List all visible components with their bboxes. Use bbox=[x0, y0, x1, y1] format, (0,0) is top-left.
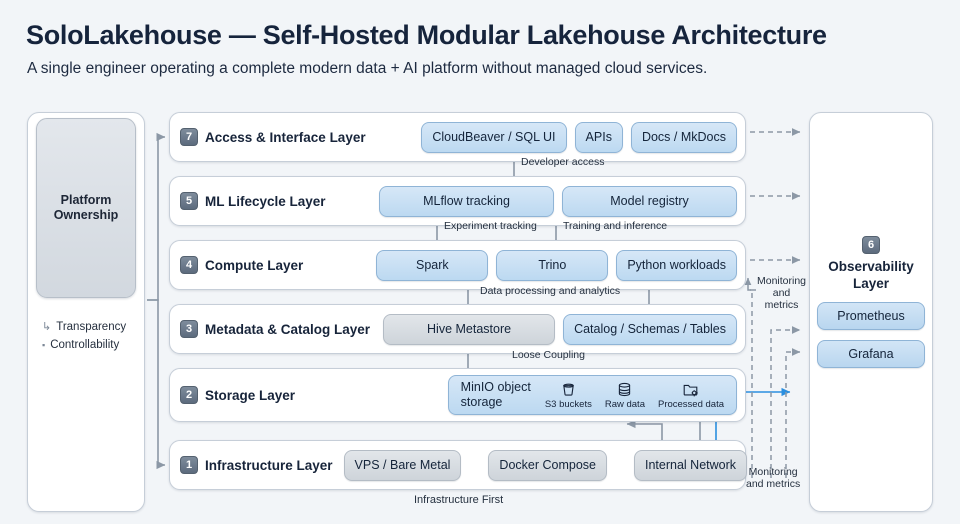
chip-vps-bare-metal[interactable]: VPS / Bare Metal bbox=[343, 449, 462, 481]
edge-label-developer-access: Developer access bbox=[521, 156, 605, 168]
layer-title: ML Lifecycle Layer bbox=[205, 193, 326, 209]
observability-title: Observability Layer bbox=[828, 259, 914, 291]
page-subtitle: A single engineer operating a complete m… bbox=[27, 60, 708, 77]
platform-ownership-label: Platform Ownership bbox=[53, 193, 119, 222]
database-icon bbox=[619, 382, 631, 396]
chip-python-workloads[interactable]: Python workloads bbox=[616, 249, 737, 281]
chip-docs-mkdocs[interactable]: Docs / MkDocs bbox=[630, 121, 737, 153]
minio-label: MinIO object storage bbox=[460, 380, 531, 409]
chip-model-registry[interactable]: Model registry bbox=[562, 185, 737, 217]
bucket-icon bbox=[563, 383, 574, 396]
layer-title: Metadata & Catalog Layer bbox=[205, 321, 371, 337]
layer-chip-group: CloudBeaver / SQL UI APIs Docs / MkDocs bbox=[377, 121, 737, 153]
caption-infrastructure-first: Infrastructure First bbox=[414, 494, 504, 506]
folder-gear-icon bbox=[684, 384, 699, 396]
layer-title: Infrastructure Layer bbox=[205, 457, 333, 473]
layer-badge: 3 bbox=[180, 320, 198, 338]
storage-item-processed-data: Processed data bbox=[658, 381, 724, 410]
edge-label-monitoring-lower: Monitoring and metrics bbox=[746, 466, 801, 490]
observability-chip-grafana[interactable]: Grafana bbox=[817, 340, 925, 368]
edge-label-monitoring-upper: Monitoring and metrics bbox=[757, 275, 807, 311]
ownership-bullet-label: Transparency bbox=[56, 321, 127, 333]
storage-item-label: Raw data bbox=[604, 398, 645, 410]
ownership-bullet-transparency: ↳ Transparency bbox=[42, 318, 152, 336]
layer-chip-group: MinIO object storage S3 buckets bbox=[306, 375, 737, 415]
layer-row-ml-lifecycle[interactable]: 5 ML Lifecycle Layer MLflow tracking Mod… bbox=[169, 176, 746, 226]
platform-ownership-box: Platform Ownership bbox=[36, 118, 136, 298]
layer-title: Storage Layer bbox=[205, 387, 296, 403]
layer-title: Compute Layer bbox=[205, 257, 304, 273]
page-title: SoloLakehouse — Self-Hosted Modular Lake… bbox=[26, 20, 827, 50]
layer-row-metadata-catalog[interactable]: 3 Metadata & Catalog Layer Hive Metastor… bbox=[169, 304, 746, 354]
layer-badge: 4 bbox=[180, 256, 198, 274]
layer-badge: 7 bbox=[180, 128, 198, 146]
edge-label-loose-coupling: Loose Coupling bbox=[512, 349, 585, 361]
edge-label-training-inference: Training and inference bbox=[563, 220, 668, 232]
edge-label-experiment-tracking: Experiment tracking bbox=[444, 220, 537, 232]
layer-badge: 5 bbox=[180, 192, 198, 210]
observability-badge: 6 bbox=[862, 236, 880, 254]
chip-mlflow-tracking[interactable]: MLflow tracking bbox=[379, 185, 554, 217]
ownership-bullet-label: Controllability bbox=[50, 339, 120, 351]
layer-row-access-interface[interactable]: 7 Access & Interface Layer CloudBeaver /… bbox=[169, 112, 746, 162]
chip-docker-compose[interactable]: Docker Compose bbox=[488, 449, 607, 481]
chip-trino[interactable]: Trino bbox=[496, 249, 609, 281]
ownership-bullet-list: ↳ Transparency ▪ Controllability bbox=[42, 318, 152, 354]
layer-row-infrastructure[interactable]: 1 Infrastructure Layer VPS / Bare Metal … bbox=[169, 440, 748, 490]
storage-item-label: Processed data bbox=[657, 398, 724, 410]
layer-chip-group: Spark Trino Python workloads bbox=[314, 249, 737, 281]
layer-row-compute[interactable]: 4 Compute Layer Spark Trino Python workl… bbox=[169, 240, 746, 290]
layer-chip-group: MLflow tracking Model registry bbox=[337, 185, 737, 217]
chip-hive-metastore[interactable]: Hive Metastore bbox=[383, 313, 556, 345]
layer-title: Access & Interface Layer bbox=[205, 129, 366, 145]
chip-catalog-schemas-tables[interactable]: Catalog / Schemas / Tables bbox=[563, 313, 737, 345]
storage-item-label: S3 buckets bbox=[544, 398, 592, 410]
storage-item-s3-buckets: S3 buckets bbox=[545, 381, 592, 410]
observability-content: 6 Observability Layer Prometheus Grafana bbox=[809, 236, 933, 368]
storage-item-group: S3 buckets Raw data bbox=[545, 381, 724, 410]
chip-spark[interactable]: Spark bbox=[376, 249, 489, 281]
chip-cloudbeaver-sql-ui[interactable]: CloudBeaver / SQL UI bbox=[421, 121, 567, 153]
chip-minio-object-storage[interactable]: MinIO object storage S3 buckets bbox=[447, 375, 737, 415]
layer-badge: 2 bbox=[180, 386, 198, 404]
observability-chip-prometheus[interactable]: Prometheus bbox=[817, 302, 925, 330]
chip-internal-network[interactable]: Internal Network bbox=[634, 449, 748, 481]
chip-apis[interactable]: APIs bbox=[574, 121, 623, 153]
layer-chip-group: Hive Metastore Catalog / Schemas / Table… bbox=[381, 313, 737, 345]
edge-label-data-processing: Data processing and analytics bbox=[480, 285, 621, 297]
arrow-bullet-icon: ↳ bbox=[42, 320, 52, 333]
dot-bullet-icon: ▪ bbox=[42, 339, 46, 350]
layer-chip-group: VPS / Bare Metal Docker Compose Internal… bbox=[343, 449, 748, 481]
storage-item-raw-data: Raw data bbox=[605, 381, 645, 410]
layer-row-storage[interactable]: 2 Storage Layer MinIO object storage S3 … bbox=[169, 368, 746, 422]
ownership-bullet-controllability: ▪ Controllability bbox=[42, 336, 152, 354]
layer-badge: 1 bbox=[180, 456, 198, 474]
